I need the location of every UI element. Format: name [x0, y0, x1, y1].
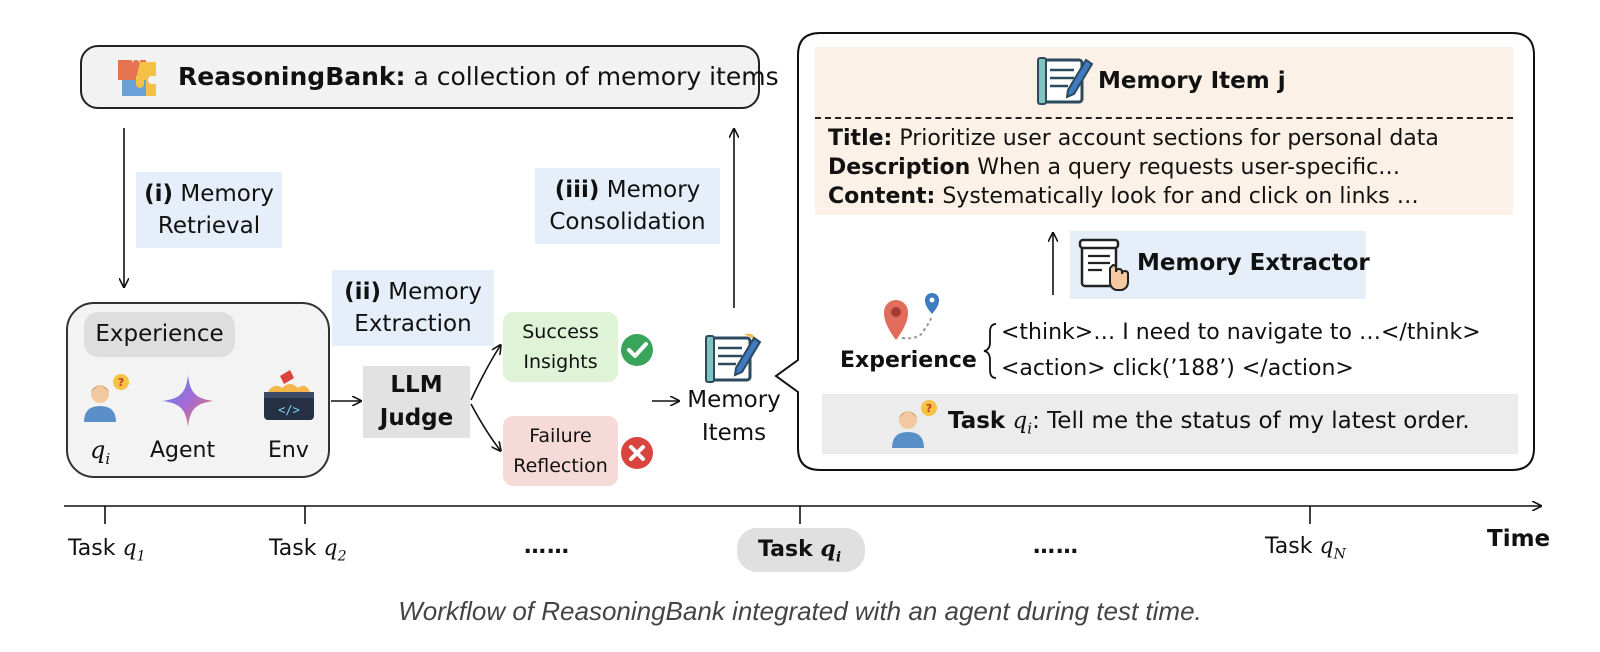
memory-item-card — [815, 47, 1513, 215]
svg-text:</>: </> — [278, 403, 300, 417]
agent-icon — [162, 375, 214, 427]
memory-item-content-field: Content: Systematically look for and cli… — [828, 184, 1419, 209]
experience-tag: Experience — [84, 312, 235, 357]
puzzle-icon — [118, 60, 156, 96]
user-icon: ? — [84, 374, 129, 422]
step-memory-consolidation: (iii) Memory Consolidation — [535, 168, 720, 244]
to-success-arrow — [470, 346, 500, 401]
timeline-ellipsis: …… — [1033, 534, 1079, 559]
current-task-highlight — [737, 528, 865, 572]
cross-icon — [621, 437, 653, 469]
success-insights-box: Success Insights — [503, 312, 618, 382]
to-failure-arrow — [470, 403, 500, 450]
trajectory-think: <think>… I need to navigate to …</think> — [1001, 320, 1481, 345]
figure-caption: Workflow of ReasoningBank integrated wit… — [398, 596, 1202, 626]
check-icon — [621, 334, 653, 366]
task-description: Task qi: Tell me the status of my latest… — [948, 408, 1470, 438]
callout-panel-outline — [774, 32, 1535, 471]
reasoningbank-box — [80, 45, 760, 109]
memory-extractor-label: Memory Extractor — [1137, 250, 1370, 276]
trajectory-action: <action> click(’188’) </action> — [1001, 356, 1354, 381]
timeline-axis-label: Time — [1487, 526, 1551, 552]
map-pin-icon — [884, 293, 939, 340]
step-memory-retrieval: (i) Memory Retrieval — [136, 172, 282, 248]
timeline-tick-task-n: Task qN — [1265, 534, 1346, 563]
step-memory-extraction: (ii) Memory Extraction — [332, 270, 494, 346]
user-icon: ? — [892, 400, 937, 448]
timeline-tick-task-i: Task qi — [758, 536, 842, 566]
extractor-doc-icon — [1078, 238, 1129, 291]
agent-label: Agent — [150, 438, 216, 463]
timeline-tick-task-2: Task q2 — [269, 536, 347, 565]
memory-notebook-icon — [705, 333, 762, 383]
memory-item-title-field: Title: Prioritize user account sections … — [828, 126, 1439, 151]
svg-text:?: ? — [926, 402, 932, 415]
llm-judge-box: LLM Judge — [363, 366, 470, 438]
timeline-ellipsis: …… — [524, 534, 570, 559]
env-label: Env — [268, 438, 309, 463]
memory-item-title: Memory Item j — [1098, 68, 1286, 94]
memory-item-description-field: Description When a query requests user-s… — [828, 155, 1401, 180]
reasoningbank-title: ReasoningBank: a collection of memory it… — [178, 62, 779, 91]
timeline-tick-task-1: Task q1 — [68, 536, 146, 565]
failure-reflection-box: Failure Reflection — [503, 416, 618, 486]
environment-icon: </> — [264, 370, 314, 420]
task-box — [822, 394, 1518, 454]
memory-item-divider — [815, 117, 1513, 119]
memory-items-label: Memory Items — [687, 387, 781, 446]
memory-notebook-icon — [1037, 57, 1094, 105]
svg-text:?: ? — [118, 376, 124, 389]
query-label: qi — [90, 436, 111, 468]
trajectory-experience-label: Experience — [840, 348, 977, 373]
